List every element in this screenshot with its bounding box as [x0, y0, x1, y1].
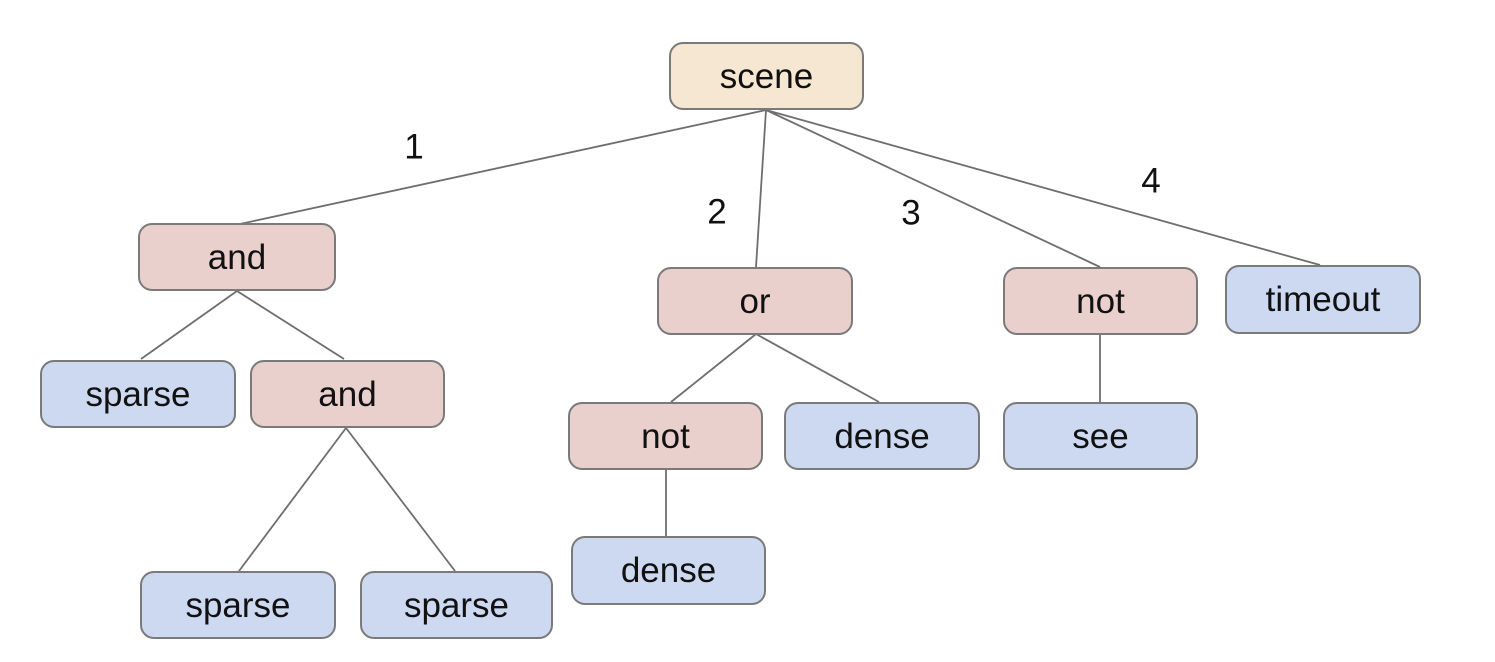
node-sparse-3: sparse — [360, 571, 553, 639]
edge-and1-and2 — [236, 290, 345, 360]
node-not-3: not — [1003, 267, 1198, 335]
edge-scene-or — [755, 109, 767, 268]
node-and-2: and — [250, 360, 445, 428]
edge-and1-sparse1 — [140, 290, 238, 360]
edge-and2-sparse2 — [238, 427, 347, 572]
node-timeout: timeout — [1225, 265, 1421, 334]
edge-label-3: 3 — [901, 193, 921, 233]
node-sparse-1: sparse — [40, 360, 236, 428]
node-or: or — [657, 267, 853, 335]
node-sparse-2: sparse — [140, 571, 336, 639]
edge-label-4: 4 — [1141, 161, 1161, 201]
node-dense-not: dense — [571, 536, 766, 605]
node-not-or: not — [568, 402, 763, 470]
edge-or-not — [670, 333, 757, 403]
node-dense-or: dense — [784, 402, 980, 470]
node-and-1: and — [138, 223, 336, 291]
node-scene: scene — [669, 42, 864, 110]
edge-and2-sparse3 — [345, 427, 456, 572]
edge-scene-and1 — [239, 109, 767, 225]
edge-or-dense — [755, 333, 880, 403]
edge-label-1: 1 — [404, 127, 424, 167]
node-see: see — [1003, 402, 1198, 470]
edge-scene-not3 — [765, 109, 1101, 268]
edge-scene-timeout — [765, 109, 1321, 266]
edge-label-2: 2 — [707, 192, 727, 232]
